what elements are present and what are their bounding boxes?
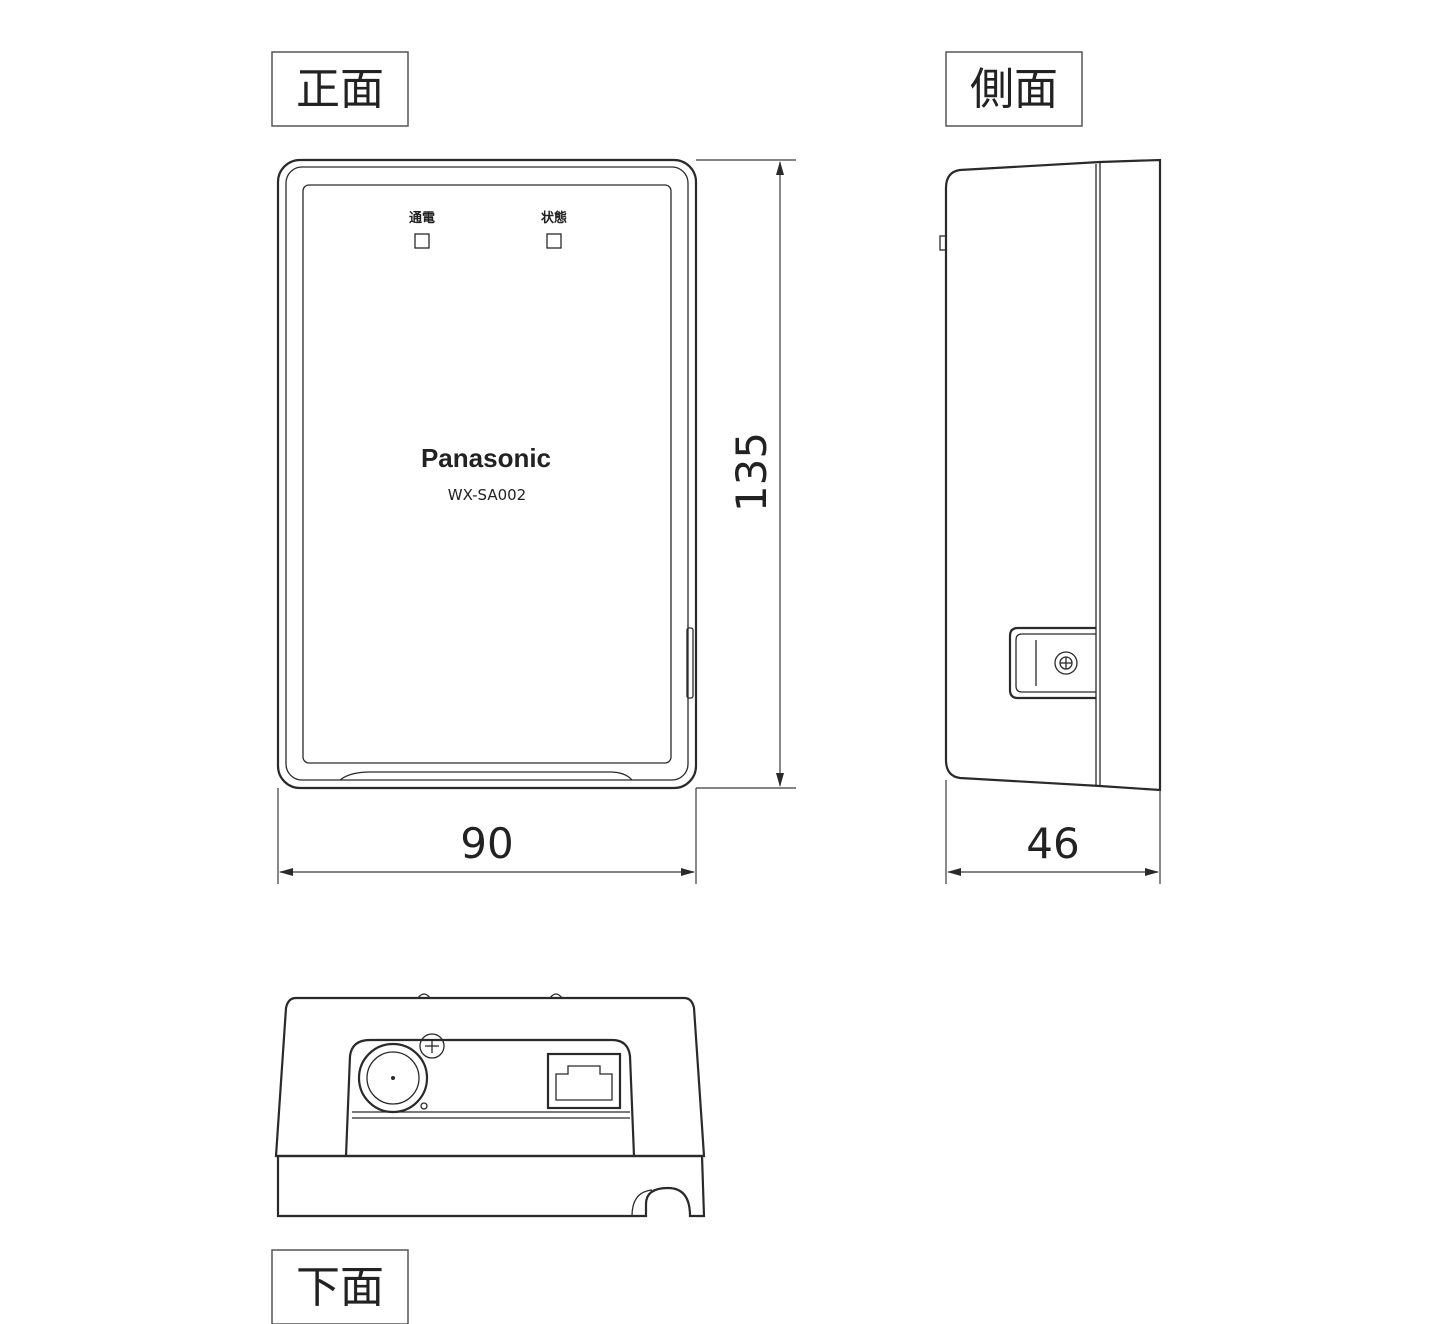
label-bottom-text: 下面 bbox=[296, 1262, 384, 1313]
label-front: 正面 bbox=[271, 51, 409, 127]
label-side: 側面 bbox=[945, 51, 1083, 127]
front-outer-shell bbox=[276, 158, 698, 790]
front-face-panel bbox=[302, 184, 672, 764]
front-bottom-lip bbox=[339, 771, 633, 781]
dimension-height-value: 135 bbox=[727, 432, 776, 512]
label-bottom: 下面 bbox=[271, 1249, 409, 1324]
dimension-width: 90 bbox=[277, 788, 697, 884]
side-bracket bbox=[1008, 626, 1096, 700]
dimension-depth: 46 bbox=[945, 780, 1161, 884]
bottom-base-plate bbox=[276, 1154, 706, 1218]
led-power-indicator bbox=[414, 233, 430, 249]
front-view: 通電 状態 Panasonic WX-SA002 bbox=[276, 158, 698, 790]
dimension-width-value: 90 bbox=[460, 819, 513, 868]
bottom-view bbox=[274, 993, 706, 1218]
dimension-depth-value: 46 bbox=[1026, 819, 1079, 868]
led-status-indicator bbox=[546, 233, 562, 249]
bottom-connector-recess bbox=[344, 1038, 636, 1157]
front-side-slot bbox=[686, 627, 694, 699]
dimension-height: 135 bbox=[696, 159, 796, 789]
lan-port-icon bbox=[546, 1052, 622, 1110]
brand-logo: Panasonic bbox=[421, 443, 551, 473]
label-front-text: 正面 bbox=[296, 64, 384, 115]
led-status-label: 状態 bbox=[541, 210, 567, 226]
bottom-upper-body bbox=[274, 996, 706, 1158]
front-bezel bbox=[285, 166, 689, 781]
led-power-label: 通電 bbox=[409, 210, 435, 226]
model-number: WX-SA002 bbox=[448, 486, 526, 504]
bottom-screw-icon bbox=[419, 1033, 445, 1059]
label-side-text: 側面 bbox=[970, 64, 1058, 115]
dc-jack-icon bbox=[357, 1042, 429, 1114]
side-notch bbox=[939, 235, 947, 251]
side-view bbox=[939, 158, 1162, 792]
side-screw-icon bbox=[1054, 651, 1078, 675]
side-outer-shell bbox=[944, 158, 1162, 792]
